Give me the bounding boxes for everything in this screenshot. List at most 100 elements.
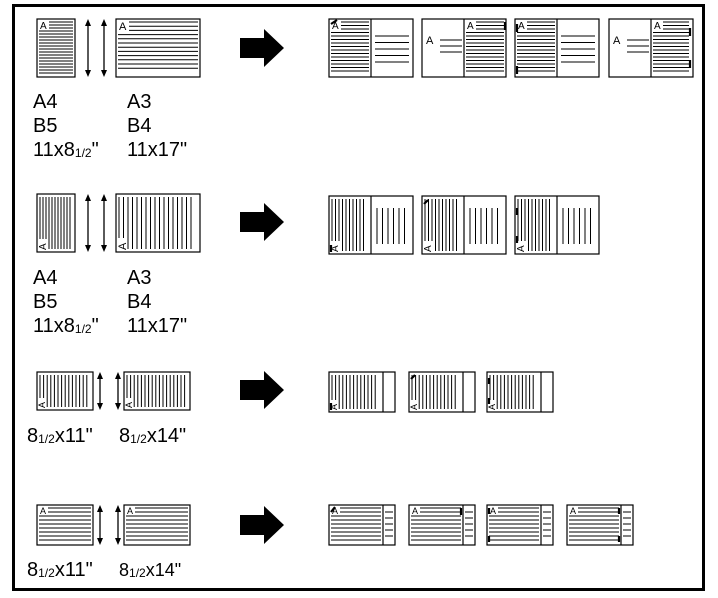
double-arrow-icon (101, 194, 107, 252)
arrow-head (101, 194, 107, 201)
page-letter: A (409, 404, 419, 410)
row2-right-size-1: A3 (127, 267, 152, 289)
row2-landscape-page: A (115, 193, 201, 253)
staple-mark-icon (330, 19, 338, 25)
row1-result-4: AA (608, 18, 694, 78)
arrow-head (85, 19, 91, 26)
arrow-right-icon (240, 506, 284, 544)
row4-result-3: A (486, 504, 554, 546)
arrow-head (115, 538, 121, 545)
row2-left-size-3: 11x81/2" (33, 315, 99, 337)
page-outline (123, 504, 191, 546)
page-letter: A (38, 243, 49, 250)
arrow-head (115, 505, 121, 512)
row1-result-1: A (328, 18, 414, 78)
diagram-frame (12, 4, 705, 591)
page-letter: A (467, 21, 474, 32)
arrow-head (101, 70, 107, 77)
row2-result-1: A (328, 195, 414, 255)
arrow-head (97, 403, 103, 410)
double-arrow-icon (115, 505, 121, 545)
arrow-head (115, 403, 121, 410)
row2-right-size-3: 11x17" (127, 315, 188, 337)
double-arrow-icon (115, 372, 121, 410)
row1-left-size-3: 11x81/2" (33, 139, 99, 161)
row4-result-1: A (328, 504, 396, 546)
arrow-head (97, 538, 103, 545)
arrow-head (85, 194, 91, 201)
arrow-head (101, 19, 107, 26)
row2-left-size-2: B5 (33, 291, 58, 313)
arrow-head (101, 245, 107, 252)
page-outline (486, 371, 554, 413)
page-outline (123, 371, 191, 411)
row3-legal-page: A (123, 371, 191, 411)
page-outline (408, 504, 476, 546)
row2-left-size-1: A4 (33, 267, 58, 289)
page-letter: A (487, 404, 497, 410)
row1-portrait-page: A (36, 18, 76, 78)
page-letter: A (127, 506, 133, 516)
double-arrow-icon (85, 194, 91, 252)
double-arrow-icon (97, 372, 103, 410)
double-arrow-icon (85, 19, 91, 77)
page-letter: A (117, 242, 129, 250)
row4-right-size: 81/2x14" (119, 560, 182, 580)
page-outline (566, 504, 634, 546)
row2-result-2: A (421, 195, 507, 255)
row3-result-2: A (408, 371, 476, 413)
page-letter: A (412, 506, 418, 516)
arrow-right-icon (240, 371, 284, 409)
arrow-head (97, 505, 103, 512)
page-letter: A (332, 506, 338, 516)
page-letter: A (124, 402, 134, 408)
row2-portrait-page: A (36, 193, 76, 253)
row2-right-size-2: B4 (127, 291, 152, 313)
page-outline (328, 371, 396, 413)
page-letter: A (426, 35, 434, 47)
page-letter: A (654, 21, 661, 32)
row1-result-2: AA (421, 18, 507, 78)
page-outline (408, 371, 476, 413)
page-letter: A (40, 21, 47, 32)
page-letter: A (37, 402, 47, 408)
staple-mark-icon (330, 506, 336, 513)
row4-left-size: 81/2x11" (27, 559, 93, 581)
page-letter: A (119, 21, 127, 33)
arrow-head (85, 245, 91, 252)
row3-letter-page: A (36, 371, 94, 411)
arrow-head (97, 372, 103, 379)
page-letter: A (613, 35, 621, 47)
row3-result-3: A (486, 371, 554, 413)
page-outline (486, 504, 554, 546)
row3-result-1: A (328, 371, 396, 413)
double-arrow-icon (101, 19, 107, 77)
arrow-head (115, 372, 121, 379)
row1-result-3: A (514, 18, 600, 78)
row2-result-3: A (514, 195, 600, 255)
page-outline (115, 18, 201, 78)
row4-letter-page: A (36, 504, 94, 546)
staple-mark-icon (410, 374, 416, 380)
row3-right-size: 81/2x14" (119, 425, 187, 447)
row1-landscape-page: A (115, 18, 201, 78)
row1-left-size-1: A4 (33, 91, 58, 113)
page-letter: A (570, 506, 576, 516)
page-letter: A (332, 21, 339, 32)
page-letter: A (329, 404, 339, 410)
page-letter: A (423, 245, 434, 252)
row3-left-size: 81/2x11" (27, 425, 93, 447)
page-outline (328, 504, 396, 546)
double-arrow-icon (97, 505, 103, 545)
row4-result-4: A (566, 504, 634, 546)
page-letter: A (490, 506, 496, 516)
arrow-right-icon (240, 29, 284, 67)
page-letter: A (518, 21, 525, 32)
row1-right-size-1: A3 (127, 91, 152, 113)
row1-right-size-3: 11x17" (127, 139, 188, 161)
row1-left-size-2: B5 (33, 115, 58, 137)
page-letter: A (40, 506, 46, 516)
arrow-right-icon (240, 203, 284, 241)
page-letter: A (516, 245, 527, 252)
